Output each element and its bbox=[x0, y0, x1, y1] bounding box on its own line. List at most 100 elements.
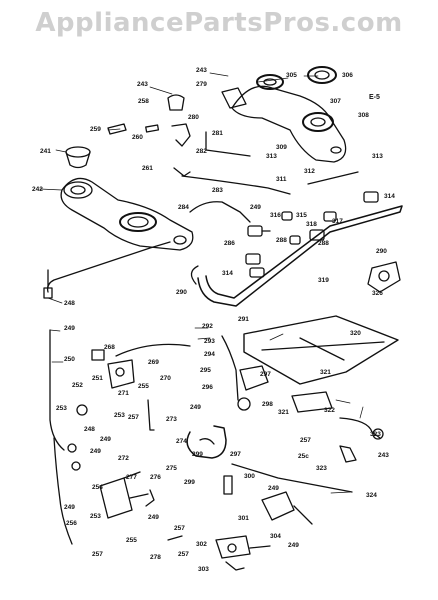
bracket-322 bbox=[291, 391, 333, 413]
valve-288b bbox=[309, 229, 325, 241]
callout-248: 248 bbox=[84, 426, 95, 433]
callout-260: 260 bbox=[132, 134, 143, 141]
callout-324: 324 bbox=[366, 492, 377, 499]
callout-298: 298 bbox=[262, 401, 273, 408]
callout-276: 276 bbox=[150, 474, 161, 481]
callout-257: 257 bbox=[178, 551, 189, 558]
switch-277 bbox=[99, 477, 133, 519]
callout-256: 256 bbox=[66, 520, 77, 527]
manifold-319 bbox=[197, 205, 403, 307]
callout-313: 313 bbox=[372, 153, 383, 160]
callout-282: 282 bbox=[196, 148, 207, 155]
callout-309: 309 bbox=[276, 144, 287, 151]
callout-290: 290 bbox=[176, 289, 187, 296]
part-268 bbox=[91, 349, 105, 361]
callout-305: 305 bbox=[286, 72, 297, 79]
callout-268: 268 bbox=[104, 344, 115, 351]
callout-278: 278 bbox=[150, 554, 161, 561]
burner-head-306 bbox=[307, 66, 337, 84]
callout-281: 281 bbox=[212, 130, 223, 137]
callout-323: 323 bbox=[316, 465, 327, 472]
callout-313: 313 bbox=[266, 153, 277, 160]
callout-249: 249 bbox=[64, 325, 75, 332]
callout-297: 297 bbox=[230, 451, 241, 458]
callout-302: 302 bbox=[196, 541, 207, 548]
callout-318: 318 bbox=[306, 221, 317, 228]
watermark: AppliancePartsPros.com bbox=[35, 8, 403, 38]
callout-326: 326 bbox=[372, 290, 383, 297]
callout-258: 258 bbox=[138, 98, 149, 105]
part-251 bbox=[107, 359, 135, 389]
callout-307: 307 bbox=[330, 98, 341, 105]
callout-274: 274 bbox=[176, 438, 187, 445]
tube-256 bbox=[53, 437, 73, 545]
callout-291: 291 bbox=[238, 316, 249, 323]
left-burner-base bbox=[60, 177, 194, 251]
callout-301: 301 bbox=[238, 515, 249, 522]
callout-253: 253 bbox=[56, 405, 67, 412]
burner-head-305 bbox=[256, 74, 284, 90]
tube-283 bbox=[181, 175, 291, 195]
callout-259: 259 bbox=[90, 126, 101, 133]
callout-299: 299 bbox=[192, 451, 203, 458]
callout-249: 249 bbox=[148, 514, 159, 521]
callout-296: 296 bbox=[202, 384, 213, 391]
callout-242: 242 bbox=[32, 186, 43, 193]
callout-292: 292 bbox=[202, 323, 213, 330]
callout-275: 275 bbox=[166, 465, 177, 472]
tube-284 bbox=[189, 201, 251, 223]
callout-277: 277 bbox=[126, 474, 137, 481]
valve-314 bbox=[363, 191, 379, 203]
callout-295: 295 bbox=[200, 367, 211, 374]
callout-293: 293 bbox=[204, 338, 215, 345]
callout-269: 269 bbox=[148, 359, 159, 366]
callout-312: 312 bbox=[304, 168, 315, 175]
callout-272: 272 bbox=[118, 455, 129, 462]
callout-314: 314 bbox=[384, 193, 395, 200]
base-302 bbox=[215, 535, 251, 559]
callout-257: 257 bbox=[128, 414, 139, 421]
callout-322: 322 bbox=[324, 407, 335, 414]
callout-249: 249 bbox=[90, 448, 101, 455]
callout-286: 286 bbox=[224, 240, 235, 247]
line-250 bbox=[49, 329, 65, 451]
callout-323: 323 bbox=[370, 431, 381, 438]
burner-head-284 bbox=[119, 212, 157, 232]
callout-306: 306 bbox=[342, 72, 353, 79]
callout-311: 311 bbox=[276, 176, 287, 183]
callout-249: 249 bbox=[190, 404, 201, 411]
callout-255: 255 bbox=[126, 537, 137, 544]
callout-249: 249 bbox=[100, 436, 111, 443]
callout-243: 243 bbox=[378, 452, 389, 459]
part-273 bbox=[147, 399, 155, 431]
valve-316 bbox=[281, 211, 293, 221]
callout-257: 257 bbox=[174, 525, 185, 532]
callout-251: 251 bbox=[92, 375, 103, 382]
callout-253: 253 bbox=[114, 412, 125, 419]
callout-317: 317 bbox=[332, 218, 343, 225]
callout-320: 320 bbox=[350, 330, 361, 337]
tube-275 bbox=[186, 425, 227, 459]
gas-tube-248 bbox=[46, 241, 171, 293]
callout-249: 249 bbox=[250, 204, 261, 211]
callout-252: 252 bbox=[72, 382, 83, 389]
bracket-297 bbox=[239, 365, 269, 391]
callout-303: 303 bbox=[198, 566, 209, 573]
callout-284: 284 bbox=[178, 204, 189, 211]
corner-code: E-5 bbox=[369, 94, 380, 101]
callout-283: 283 bbox=[212, 187, 223, 194]
callout-315: 315 bbox=[296, 212, 307, 219]
callout-250: 250 bbox=[64, 356, 75, 363]
right-burner-base bbox=[231, 85, 347, 163]
callout-249: 249 bbox=[268, 485, 279, 492]
callout-290: 290 bbox=[376, 248, 387, 255]
callout-297: 297 bbox=[260, 371, 271, 378]
valve-286 bbox=[247, 225, 271, 237]
callout-253: 253 bbox=[90, 513, 101, 520]
callout-288: 288 bbox=[318, 240, 329, 247]
callout-299: 299 bbox=[184, 479, 195, 486]
callout-321: 321 bbox=[320, 369, 331, 376]
callout-248: 248 bbox=[64, 300, 75, 307]
valve-318 bbox=[323, 211, 337, 222]
